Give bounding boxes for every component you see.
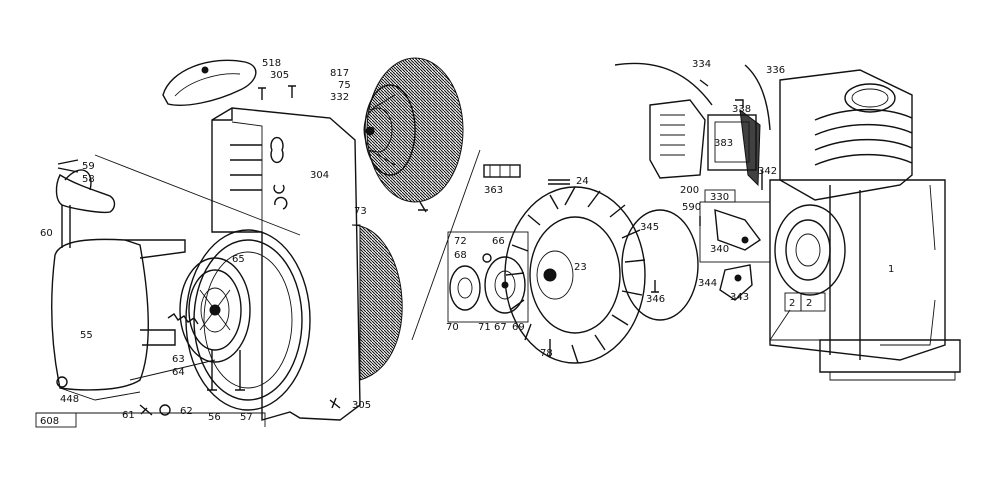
part-box-2b bbox=[800, 292, 826, 312]
screw-305-top bbox=[258, 85, 296, 100]
cable-336 bbox=[744, 64, 771, 131]
divider-line bbox=[411, 149, 481, 341]
starter-housing-55 bbox=[51, 238, 186, 401]
label-332: 332 bbox=[330, 92, 349, 103]
label-340: 340 bbox=[710, 244, 729, 255]
starter-housing-group bbox=[35, 57, 464, 428]
screw-bottom-right-817 bbox=[418, 201, 428, 213]
rope-handle-518 bbox=[162, 59, 257, 106]
flywheel-screen-817 bbox=[363, 57, 464, 203]
label-63: 63 bbox=[172, 354, 185, 365]
terminal-363 bbox=[483, 164, 521, 178]
label-69: 69 bbox=[512, 322, 525, 333]
label-305-top: 305 bbox=[270, 70, 289, 81]
cylinder-1 bbox=[769, 69, 961, 381]
label-590: 590 bbox=[682, 202, 701, 213]
label-336: 336 bbox=[766, 65, 785, 76]
shroud-fins-73 bbox=[351, 224, 403, 381]
frame-line-left bbox=[36, 412, 266, 427]
label-72: 72 bbox=[454, 236, 467, 247]
label-342: 342 bbox=[758, 166, 777, 177]
label-305-bottom: 305 bbox=[352, 400, 371, 411]
label-608: 608 bbox=[40, 416, 59, 427]
label-448: 448 bbox=[60, 394, 79, 405]
label-78: 78 bbox=[540, 348, 553, 359]
engine-block-group bbox=[614, 62, 961, 381]
label-66: 66 bbox=[492, 236, 505, 247]
ignition-group-box bbox=[699, 201, 771, 263]
label-200: 200 bbox=[680, 185, 699, 196]
screw-57 bbox=[235, 350, 245, 391]
label-2b: 2 bbox=[806, 298, 812, 309]
label-343: 343 bbox=[730, 292, 749, 303]
label-70: 70 bbox=[446, 322, 459, 333]
label-58: 58 bbox=[82, 174, 95, 185]
label-345: 345 bbox=[640, 222, 659, 233]
label-2a: 2 bbox=[789, 298, 795, 309]
label-344: 344 bbox=[698, 278, 717, 289]
starter-cup-70 bbox=[449, 265, 481, 311]
label-64: 64 bbox=[172, 367, 185, 378]
label-24: 24 bbox=[576, 176, 589, 187]
part-labels: 518 305 817 75 332 304 73 59 58 60 65 55… bbox=[40, 58, 894, 427]
key-24 bbox=[548, 179, 570, 185]
label-62: 62 bbox=[180, 406, 193, 417]
screw-346 bbox=[651, 280, 659, 293]
screw-56 bbox=[207, 350, 217, 391]
starter-handle-58 bbox=[55, 159, 116, 248]
starter-pulley-65 bbox=[179, 257, 251, 363]
nut-448 bbox=[56, 376, 68, 388]
label-338: 338 bbox=[732, 104, 751, 115]
label-73: 73 bbox=[354, 206, 367, 217]
label-56: 56 bbox=[208, 412, 221, 423]
baffle-200 bbox=[649, 99, 706, 179]
spring-63 bbox=[167, 313, 199, 325]
backplate-345 bbox=[621, 209, 699, 321]
label-23: 23 bbox=[574, 262, 587, 273]
blower-housing-304 bbox=[185, 107, 361, 421]
clutch-69 bbox=[484, 256, 526, 314]
screw-305-bottom bbox=[329, 397, 341, 409]
label-65: 65 bbox=[232, 254, 245, 265]
clutch-group-box bbox=[447, 231, 529, 323]
label-817: 817 bbox=[330, 68, 349, 79]
flywheel-23 bbox=[504, 186, 646, 364]
label-304: 304 bbox=[310, 170, 329, 181]
label-363: 363 bbox=[484, 185, 503, 196]
ball-68 bbox=[482, 253, 492, 263]
nut-62 bbox=[159, 404, 171, 416]
label-330: 330 bbox=[710, 192, 729, 203]
label-1: 1 bbox=[888, 264, 894, 275]
flywheel-group bbox=[411, 149, 699, 364]
label-60: 60 bbox=[40, 228, 53, 239]
label-59: 59 bbox=[82, 161, 95, 172]
label-55: 55 bbox=[80, 330, 93, 341]
label-334: 334 bbox=[692, 59, 711, 70]
label-346: 346 bbox=[646, 294, 665, 305]
bracket-343 bbox=[719, 264, 753, 301]
screw-338 bbox=[735, 99, 744, 108]
label-57: 57 bbox=[240, 412, 253, 423]
cable-334 bbox=[614, 62, 713, 106]
leader-lines-right bbox=[769, 184, 936, 346]
label-71: 71 bbox=[478, 322, 491, 333]
label-61: 61 bbox=[122, 410, 135, 421]
leader-lines-left bbox=[94, 154, 301, 381]
label-383: 383 bbox=[714, 138, 733, 149]
screw-334 bbox=[699, 79, 709, 87]
label-518: 518 bbox=[262, 58, 281, 69]
label-75: 75 bbox=[338, 80, 351, 91]
label-67: 67 bbox=[494, 322, 507, 333]
armature-383 bbox=[707, 108, 761, 187]
bolt-61 bbox=[139, 404, 153, 416]
switch-340 bbox=[714, 208, 762, 251]
label-68: 68 bbox=[454, 250, 467, 261]
